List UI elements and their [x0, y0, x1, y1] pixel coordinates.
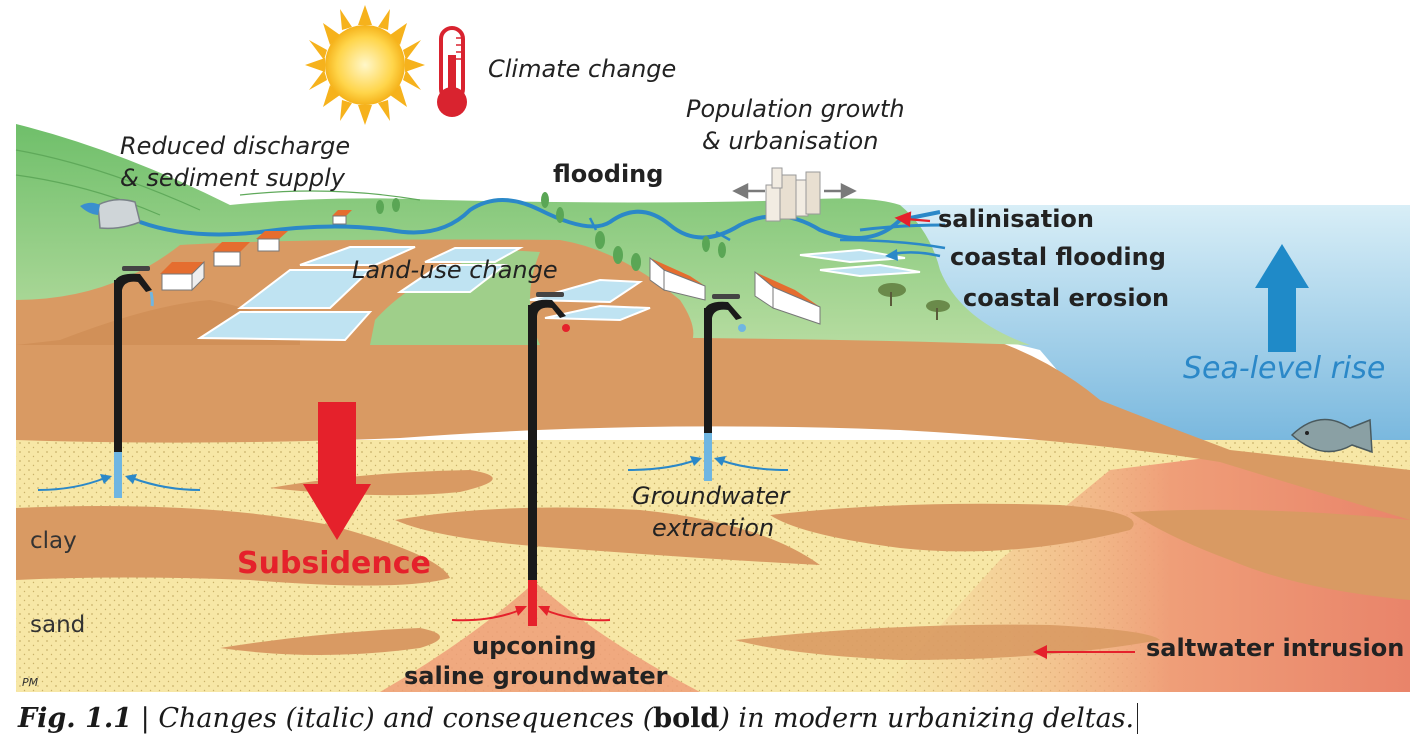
label-extraction: extraction — [652, 514, 775, 542]
house-icon — [332, 210, 352, 225]
mangrove-icon — [878, 283, 950, 320]
label-clay: clay — [30, 528, 77, 554]
label-land-use-change: Land-use change — [352, 256, 558, 284]
label-climate-change: Climate change — [488, 55, 677, 83]
clay-lens — [220, 628, 440, 655]
clay-lens — [395, 507, 820, 565]
caption-separator: | — [132, 703, 159, 734]
label-flooding: flooding — [553, 160, 664, 188]
well-1 — [114, 266, 154, 498]
trees — [376, 192, 726, 271]
subsidence-arrow — [303, 402, 371, 540]
caption-text-after: ) in modern urbanizing deltas. — [719, 703, 1139, 734]
house-icon — [649, 256, 706, 301]
clay-lens — [1130, 509, 1410, 600]
delta-diagram — [15, 5, 1410, 692]
label-sediment-supply: & sediment supply — [120, 164, 345, 192]
caption-bold-word: bold — [653, 703, 720, 734]
label-upconing: upconing — [472, 632, 597, 660]
label-saltwater-intrusion: saltwater intrusion — [1146, 634, 1405, 662]
label-sea-level-rise: Sea-level rise — [1183, 351, 1386, 386]
city-icon — [765, 167, 821, 222]
credit-initials: PM — [22, 676, 39, 689]
well-2 — [528, 292, 570, 626]
saline-cone — [380, 582, 700, 692]
sea-level-rise-arrow — [1255, 244, 1309, 352]
house-icon — [212, 242, 250, 267]
label-reduced-discharge: Reduced discharge — [120, 132, 351, 160]
label-saline-groundwater: saline groundwater — [404, 662, 668, 690]
label-population-growth: Population growth — [686, 95, 905, 123]
label-sand: sand — [30, 612, 86, 638]
thermometer-icon — [437, 26, 467, 117]
clay-lens — [16, 506, 450, 586]
figure-caption: Fig. 1.1 | Changes (italic) and conseque… — [18, 703, 1139, 747]
label-groundwater: Groundwater — [632, 482, 790, 510]
label-coastal-flooding: coastal flooding — [950, 243, 1166, 271]
clay-upper — [16, 329, 1410, 520]
label-subsidence: Subsidence — [237, 546, 431, 581]
sun-icon — [305, 5, 425, 125]
caption-text-before: Changes (italic) and consequences ( — [158, 703, 654, 734]
field-green — [370, 250, 540, 345]
label-salinisation: salinisation — [938, 205, 1094, 233]
caption-label: Fig. 1.1 — [18, 703, 133, 734]
house-icon — [160, 260, 205, 292]
inflow-arrows-blue — [37, 459, 789, 491]
fish-icon — [1290, 418, 1373, 454]
well-3 — [704, 294, 746, 481]
clay-lens — [770, 503, 1134, 552]
label-urbanisation: & urbanisation — [702, 127, 879, 155]
fish-ponds — [196, 246, 921, 342]
dam-icon — [80, 198, 141, 230]
inflow-arrows-red — [451, 609, 1135, 653]
house-icon — [256, 231, 288, 252]
label-coastal-erosion: coastal erosion — [963, 284, 1170, 312]
salinisation-arrow — [894, 211, 931, 227]
house-icon — [754, 270, 821, 325]
expansion-arrows-icon — [732, 182, 857, 200]
